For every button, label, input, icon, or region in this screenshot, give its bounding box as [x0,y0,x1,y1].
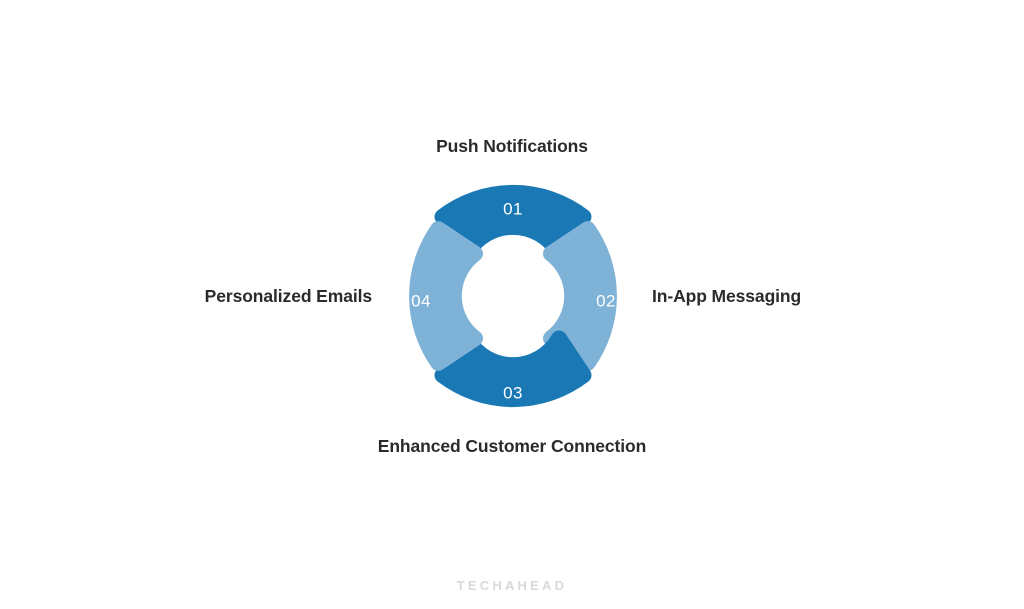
segment-04-label: Personalized Emails [204,286,372,306]
segment-01-number: 01 [503,199,523,218]
segment-03-label: Enhanced Customer Connection [377,436,647,456]
techahead-watermark: TECHAHEAD [456,578,568,593]
segment-02-number: 02 [596,291,616,310]
segment-04-number: 04 [411,291,431,310]
segment-01-label: Push Notifications [436,136,588,156]
segment-02-label: In-App Messaging [652,286,802,306]
segment-04[interactable]: 04 [409,221,483,371]
segment-03-number: 03 [503,383,523,402]
segment-04-shape[interactable] [409,221,483,371]
